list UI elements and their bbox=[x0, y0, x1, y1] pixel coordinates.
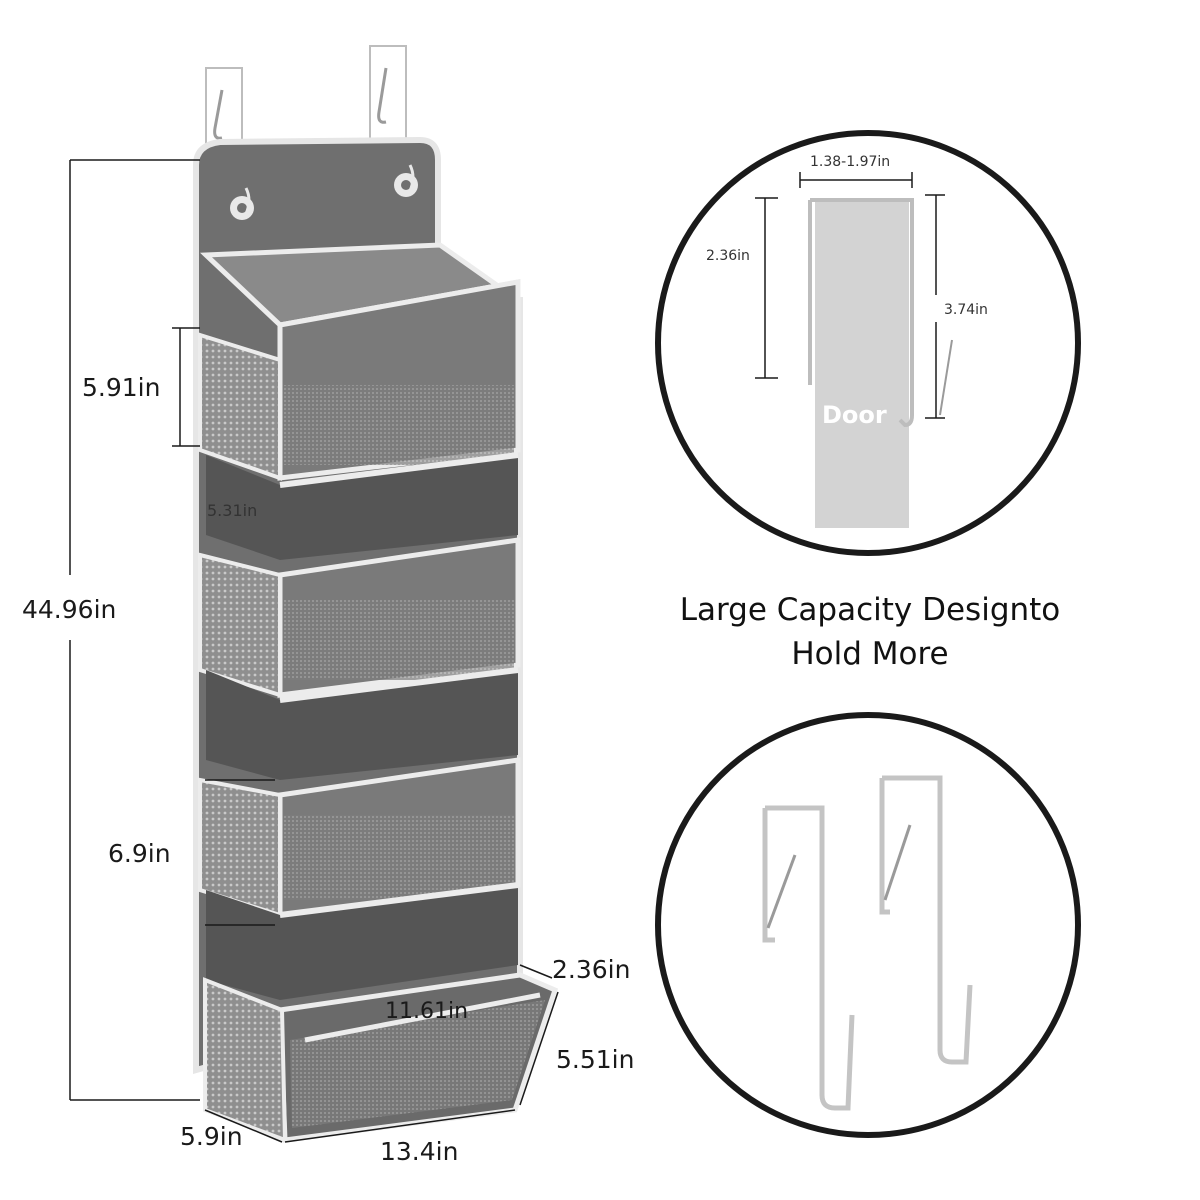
pocket-4 bbox=[206, 667, 519, 780]
grommet-right bbox=[394, 164, 418, 197]
grommet-left bbox=[230, 187, 254, 220]
hook-closeup-left bbox=[762, 805, 855, 1111]
dim-top-pocket-height: 5.91in bbox=[82, 373, 160, 402]
dimension-lines bbox=[69, 159, 559, 1143]
dim-total-height: 44.96in bbox=[22, 595, 116, 624]
dim-pocket-height: 6.9in bbox=[108, 839, 171, 868]
pocket-5 bbox=[198, 757, 521, 918]
door-label: Door bbox=[822, 401, 887, 429]
dim-bottom-pocket-height: 5.51in bbox=[556, 1045, 634, 1074]
dim-hook-total: 3.74in bbox=[944, 302, 988, 318]
dim-width: 13.4in bbox=[380, 1137, 458, 1166]
pocket-2 bbox=[206, 452, 519, 560]
headline-line-2: Hold More bbox=[791, 636, 949, 672]
dim-bottom-pocket-depth: 2.36in bbox=[552, 955, 630, 984]
door-fit-detail: 1.38-1.97in 2.36in 3.74in Door bbox=[655, 130, 1081, 556]
dim-inner-width: 11.61in bbox=[385, 999, 468, 1024]
dim-door-gap-range: 1.38-1.97in bbox=[810, 154, 890, 170]
dim-hook-inner: 2.36in bbox=[706, 248, 750, 264]
pocket-1 bbox=[198, 242, 521, 481]
hook-closeup-right bbox=[879, 775, 973, 1065]
hooks-closeup bbox=[655, 712, 1081, 1138]
headline-line-1: Large Capacity Designto bbox=[679, 592, 1061, 628]
dim-depth: 5.9in bbox=[180, 1122, 243, 1151]
door-organizer bbox=[193, 45, 559, 1143]
bottom-pocket bbox=[203, 972, 559, 1143]
dim-pocket-gap: 5.31in bbox=[207, 501, 257, 520]
door-panel bbox=[815, 200, 909, 528]
pocket-6 bbox=[206, 882, 519, 1000]
pocket-3 bbox=[198, 537, 521, 698]
headline: Large Capacity Designto Hold More bbox=[600, 588, 1140, 676]
